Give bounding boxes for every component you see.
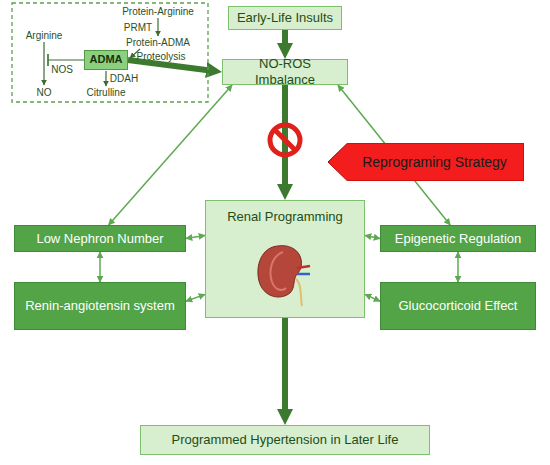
inhibition-bar <box>47 54 49 66</box>
link-arrow <box>457 252 459 282</box>
process-box: NO-ROS Imbalance <box>222 59 348 85</box>
mechanism-box: Glucocorticoid Effect <box>380 282 536 330</box>
link-arrow <box>365 235 380 238</box>
inhibition-line <box>48 59 84 60</box>
node-text: Renin-angiotensin system <box>25 298 175 314</box>
pathway-arrow <box>105 71 106 86</box>
node-text: Epigenetic Regulation <box>395 231 521 247</box>
mechanism-box: Epigenetic Regulation <box>380 225 536 252</box>
mechanism-box: Low Nephron Number <box>14 225 186 252</box>
pathway-label: PRMT <box>124 22 152 34</box>
mechanism-box: Renin-angiotensin system <box>14 282 186 330</box>
flow-arrow <box>282 30 288 47</box>
node-text: Programmed Hypertension in Later Life <box>172 432 399 448</box>
dashed-frame <box>12 3 208 102</box>
central-box: Renal Programming <box>205 200 365 318</box>
flow-arrow <box>282 318 288 413</box>
pathway-label: DDAH <box>110 73 138 85</box>
pathway-arrow <box>43 42 44 85</box>
pathway-label: Protein-Arginine <box>122 6 194 18</box>
pathway-label: Arginine <box>26 30 63 42</box>
pathway-label: Proteolysis <box>137 51 186 63</box>
molecule-box: ADMA <box>84 50 128 70</box>
pathway-label: Citrulline <box>87 87 126 99</box>
banner-fill <box>328 143 524 181</box>
node-text: NO-ROS Imbalance <box>228 56 342 87</box>
outcome-box: Programmed Hypertension in Later Life <box>140 425 430 455</box>
link-arrow <box>365 294 380 301</box>
flow-arrow <box>282 85 288 188</box>
pathway-arrow <box>157 18 158 36</box>
node-text: Low Nephron Number <box>36 231 163 247</box>
pathway-label: NOS <box>51 64 73 76</box>
link-arrow <box>186 235 205 238</box>
process-box: Early-Life Insults <box>228 6 342 30</box>
link-arrow <box>99 252 101 282</box>
pathway-label: Protein-ADMA <box>126 37 190 49</box>
prohibition-slash <box>274 129 295 150</box>
link-arrow <box>186 294 205 301</box>
pathway-label: NO <box>37 87 52 99</box>
node-text: Early-Life Insults <box>237 10 333 26</box>
node-text: Renal Programming <box>227 209 343 225</box>
node-text: Glucocorticoid Effect <box>399 298 518 314</box>
node-text: Reprograming Strategy <box>362 154 507 171</box>
strategy-banner: Reprograming Strategy <box>328 143 524 181</box>
node-text: ADMA <box>90 53 123 66</box>
prohibition-circle <box>270 125 300 155</box>
